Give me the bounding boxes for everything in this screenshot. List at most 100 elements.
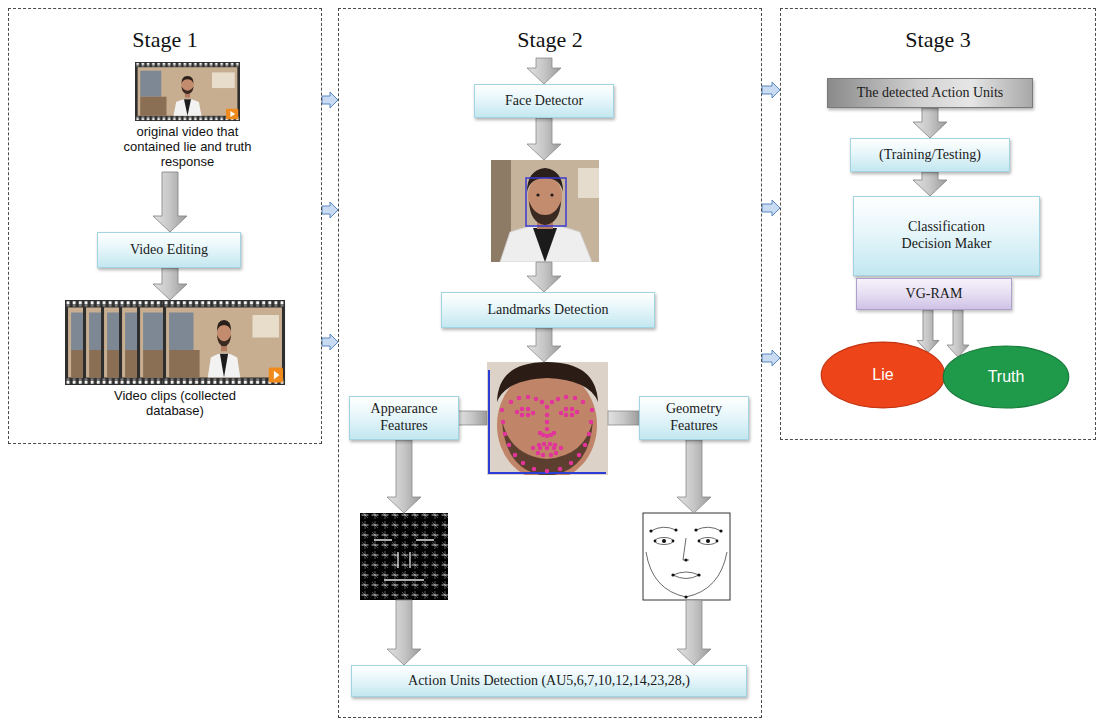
box-label: Face Detector <box>505 93 583 110</box>
geometry-feature-image <box>646 527 727 597</box>
geometry-feature-image <box>649 529 652 532</box>
appearance-feature-image <box>360 513 448 600</box>
geometry-feature-image <box>719 529 722 532</box>
face-detection-image <box>527 168 563 192</box>
result-ellipse: Lie <box>820 340 946 410</box>
geometry-feature-image <box>643 513 730 600</box>
stage-title: Stage 3 <box>905 27 970 53</box>
face-detection-image <box>550 193 553 196</box>
image-caption: original video that contained lie and tr… <box>118 124 258 169</box>
video-clips-image <box>65 300 285 385</box>
box-label: Landmarks Detection <box>488 302 609 319</box>
box-label: The detected Action Units <box>857 85 1004 102</box>
flow-arrow <box>677 440 711 513</box>
stage-arrow <box>762 82 780 98</box>
original-video-image <box>135 62 240 121</box>
stage-arrow <box>322 334 338 350</box>
stage-panel: Stage 3 The detected Action Units (Trainin… <box>780 8 1096 440</box>
box-label: Video Editing <box>130 242 208 259</box>
geometry-feature-image <box>698 540 701 543</box>
geometry-feature-image <box>651 527 676 531</box>
geometry-feature-image <box>671 573 674 576</box>
face-detection-image <box>491 160 599 262</box>
stage-arrow <box>762 200 780 216</box>
geometry-feature-image <box>674 528 677 531</box>
geometry-feature-image <box>646 552 686 597</box>
process-box: Video Editing <box>97 232 241 268</box>
geometry-feature-image <box>694 528 697 531</box>
flow-arrow <box>527 118 561 160</box>
appearance-feature-image <box>360 513 448 600</box>
landmarks-image <box>489 370 606 473</box>
flow-arrow <box>917 310 939 352</box>
stage-arrow <box>762 350 780 366</box>
geometry-feature-image <box>686 552 727 597</box>
result-ellipse: Truth <box>942 344 1070 410</box>
box-label: Geometry Features <box>648 401 740 435</box>
geometry-feature-image <box>649 528 722 598</box>
result-label: Truth <box>988 368 1025 386</box>
process-box: Landmarks Detection <box>441 292 655 328</box>
geometry-feature-image <box>696 527 721 531</box>
process-box: Classification Decision Maker <box>853 196 1040 276</box>
flow-arrow <box>153 172 187 232</box>
geometry-feature-image <box>716 540 719 543</box>
geometry-feature-image <box>706 539 710 543</box>
flow-arrow <box>387 58 711 665</box>
flow-arrow <box>387 600 421 665</box>
video-clips-image <box>163 300 285 385</box>
flow-arrow <box>527 328 561 362</box>
landmarks-image <box>487 362 608 475</box>
face-detection-image <box>533 228 557 262</box>
flow-arrow <box>608 411 640 425</box>
geometry-feature-image <box>672 540 675 543</box>
geometry-feature-image <box>654 540 657 543</box>
stage-arrow <box>322 92 338 108</box>
face-detection-image <box>578 168 599 198</box>
box-label: Classification Decision Maker <box>887 219 1007 253</box>
landmarks-image <box>502 397 592 471</box>
flow-arrow <box>947 310 969 357</box>
video-thumbnail: original video that contained lie and tr… <box>105 62 270 172</box>
appearance-feature-image <box>360 513 448 600</box>
geometry-feature-image <box>662 539 666 543</box>
geometry-feature-image <box>697 573 700 576</box>
ellipse-outline <box>821 342 944 408</box>
geometry-feature-image <box>655 538 673 545</box>
box-label: Action Units Detection (AU5,6,7,10,12,14… <box>408 673 690 690</box>
feature-box: Appearance Features <box>349 396 459 440</box>
stage-arrow <box>322 202 338 218</box>
flow-arrow <box>913 108 947 138</box>
stage-panel: Stage 2 Face DetectorLandmarks DetectionA… <box>338 8 762 718</box>
video-clips-thumbnail: Video clips (collected database) <box>60 300 290 430</box>
process-box: Action Units Detection (AU5,6,7,10,12,14… <box>351 665 747 697</box>
stage-panel: Stage 1 original video that contained lie… <box>8 8 322 444</box>
flow-arrow <box>153 268 187 300</box>
stage-title: Stage 1 <box>132 27 197 53</box>
face-detection-image <box>500 225 592 262</box>
geometry-feature-image <box>643 513 730 600</box>
geometry-feature-image <box>684 595 687 598</box>
flow-arrow <box>913 172 947 196</box>
face-detection-image <box>536 193 539 196</box>
input-box: The detected Action Units <box>827 78 1033 108</box>
face-detection-image <box>526 178 566 226</box>
flow-arrow <box>387 440 421 513</box>
geometry-feature-image <box>673 572 699 579</box>
face-detection-image <box>529 201 561 225</box>
flow-arrow <box>527 262 561 292</box>
image-caption: Video clips (collected database) <box>100 388 250 418</box>
landmarks-image <box>497 362 598 402</box>
box-label: Appearance Features <box>358 401 450 435</box>
process-box: (Training/Testing) <box>850 138 1010 172</box>
original-video-image <box>135 62 240 121</box>
geometry-feature-image <box>684 558 687 561</box>
geometry-feature-image <box>683 538 689 560</box>
flow-arrow <box>458 411 487 425</box>
ellipse-outline <box>943 346 1068 408</box>
box-label: VG-RAM <box>906 286 963 303</box>
geometry-feature-image <box>699 538 717 545</box>
stage-title: Stage 2 <box>517 27 582 53</box>
flow-arrow <box>677 600 711 665</box>
classifier-box: VG-RAM <box>856 278 1012 310</box>
